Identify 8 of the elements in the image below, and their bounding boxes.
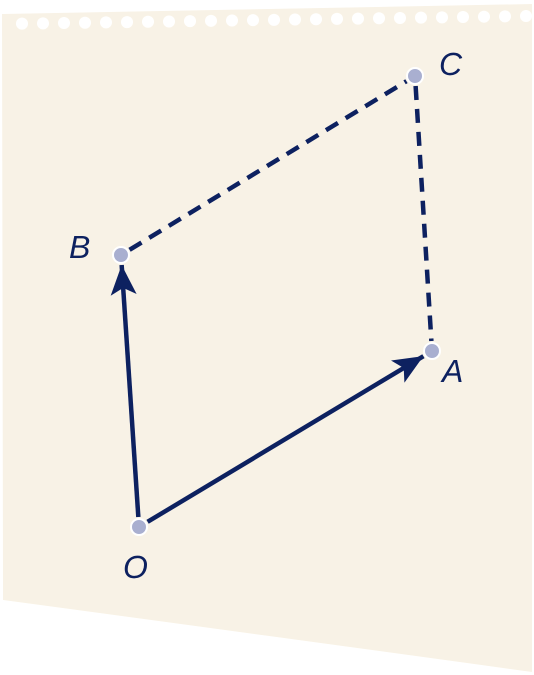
vector-arrow	[110, 264, 141, 518]
point-label: B	[69, 231, 90, 263]
dashed-line	[128, 79, 408, 252]
vector-arrow	[146, 354, 425, 524]
point-label: A	[442, 355, 464, 387]
point-label: O	[123, 551, 148, 583]
point-label: C	[439, 48, 462, 80]
dashed-line	[413, 86, 434, 342]
